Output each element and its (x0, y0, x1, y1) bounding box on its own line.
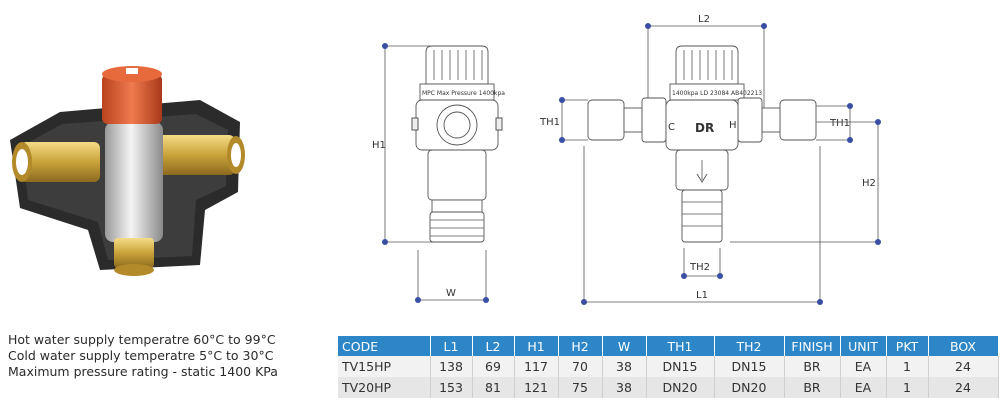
spec-notes: Hot water supply temperatre 60°C to 99°C… (8, 332, 328, 380)
col-h2: H2 (558, 336, 603, 356)
front-c-label: C (668, 122, 675, 133)
side-h1-label: H1 (372, 140, 386, 151)
cell-code: TV20HP (338, 377, 431, 398)
front-h-label: H (729, 120, 737, 131)
cell-th2: DN15 (714, 356, 785, 377)
front-h2-label: H2 (862, 178, 876, 189)
front-view: L2 1400kpa LD 23084 AB402213 C H DR (539, 14, 881, 305)
front-l2-label: L2 (698, 14, 710, 25)
cell-pkt: 1 (886, 356, 929, 377)
cell-h1: 117 (514, 356, 559, 377)
col-unit: UNIT (840, 336, 887, 356)
table-row: TV20HP 153 81 121 75 38 DN20 DN20 BR EA … (338, 377, 999, 398)
cell-box: 24 (928, 377, 999, 398)
col-finish: FINISH (784, 336, 841, 356)
cell-th1: DN15 (646, 356, 715, 377)
cell-box: 24 (928, 356, 999, 377)
note-max-pressure: Maximum pressure rating - static 1400 KP… (8, 364, 278, 379)
product-photo (0, 60, 265, 300)
cell-h1: 121 (514, 377, 559, 398)
cell-finish: BR (784, 377, 841, 398)
col-code: CODE (338, 336, 431, 356)
cell-unit: EA (840, 377, 887, 398)
table-header-row: CODE L1 L2 H1 H2 W TH1 TH2 FINISH UNIT P… (338, 336, 999, 356)
cell-w: 38 (602, 356, 647, 377)
front-body-text: 1400kpa LD 23084 AB402213 (672, 90, 762, 97)
table-row: TV15HP 138 69 117 70 38 DN15 DN15 BR EA … (338, 356, 999, 377)
cell-code: TV15HP (338, 356, 431, 377)
cell-h2: 75 (558, 377, 603, 398)
cell-th1: DN20 (646, 377, 715, 398)
col-th2: TH2 (714, 336, 785, 356)
col-th1: TH1 (646, 336, 715, 356)
col-pkt: PKT (886, 336, 929, 356)
cell-finish: BR (784, 356, 841, 377)
side-view: H1 MPC Max Pressure 1400kpa (372, 43, 505, 303)
col-w: W (602, 336, 647, 356)
side-body-text: MPC Max Pressure 1400kpa (422, 90, 505, 97)
front-th2-label: TH2 (689, 262, 710, 273)
note-hot-supply: Hot water supply temperatre 60°C to 99°C (8, 332, 276, 347)
cell-l1: 138 (430, 356, 473, 377)
side-w-label: W (446, 288, 456, 299)
cell-th2: DN20 (714, 377, 785, 398)
dimension-drawing: H1 MPC Max Pressure 1400kpa (372, 14, 881, 305)
cell-pkt: 1 (886, 377, 929, 398)
front-logo: DR (695, 121, 714, 135)
front-l1-label: L1 (696, 290, 708, 301)
front-th1-left-label: TH1 (539, 117, 560, 128)
note-cold-supply: Cold water supply temperatre 5°C to 30°C (8, 348, 274, 363)
col-l1: L1 (430, 336, 473, 356)
cell-l2: 81 (472, 377, 515, 398)
front-th1-right-label: TH1 (829, 118, 850, 129)
col-l2: L2 (472, 336, 515, 356)
col-h1: H1 (514, 336, 559, 356)
cell-w: 38 (602, 377, 647, 398)
cell-h2: 70 (558, 356, 603, 377)
technical-drawings: H1 MPC Max Pressure 1400kpa (340, 0, 900, 315)
spec-table: CODE L1 L2 H1 H2 W TH1 TH2 FINISH UNIT P… (338, 336, 999, 398)
cell-l2: 69 (472, 356, 515, 377)
valve-photo-illustration (10, 66, 245, 276)
col-box: BOX (928, 336, 999, 356)
cell-unit: EA (840, 356, 887, 377)
cell-l1: 153 (430, 377, 473, 398)
